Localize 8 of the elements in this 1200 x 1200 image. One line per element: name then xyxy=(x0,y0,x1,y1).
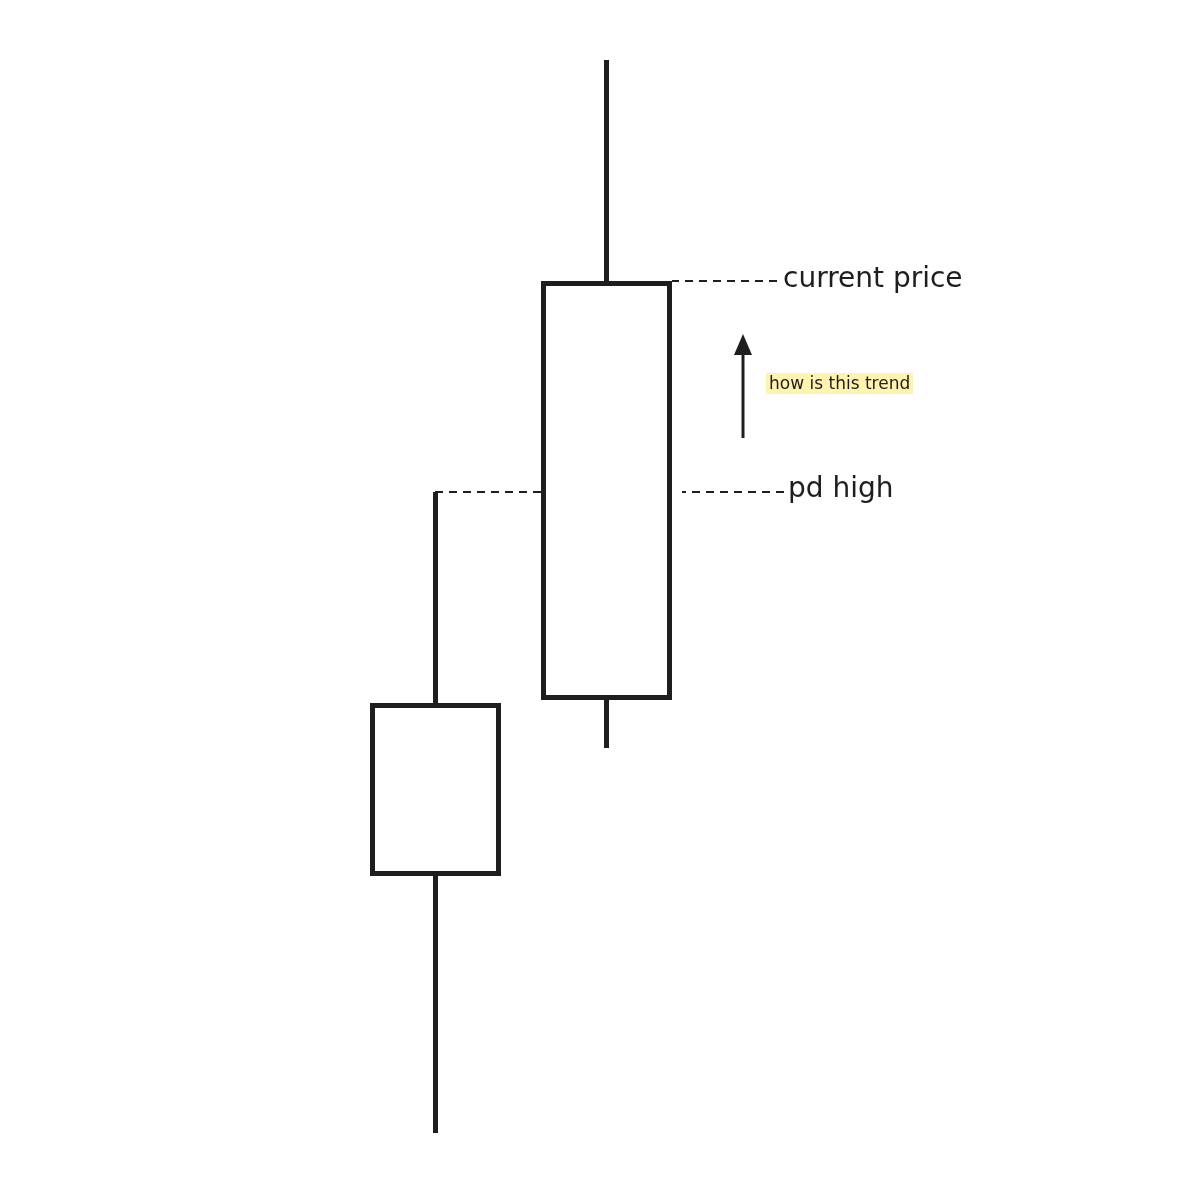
highlighted-note: how is this trend xyxy=(766,373,914,394)
price-label: current price xyxy=(783,264,963,292)
leader-line xyxy=(681,491,785,493)
candlestick-drawing xyxy=(370,492,501,1133)
price-label: pd high xyxy=(788,474,894,502)
candlestick-drawing xyxy=(541,60,672,748)
leader-line xyxy=(671,280,778,282)
leader-line xyxy=(434,491,542,493)
